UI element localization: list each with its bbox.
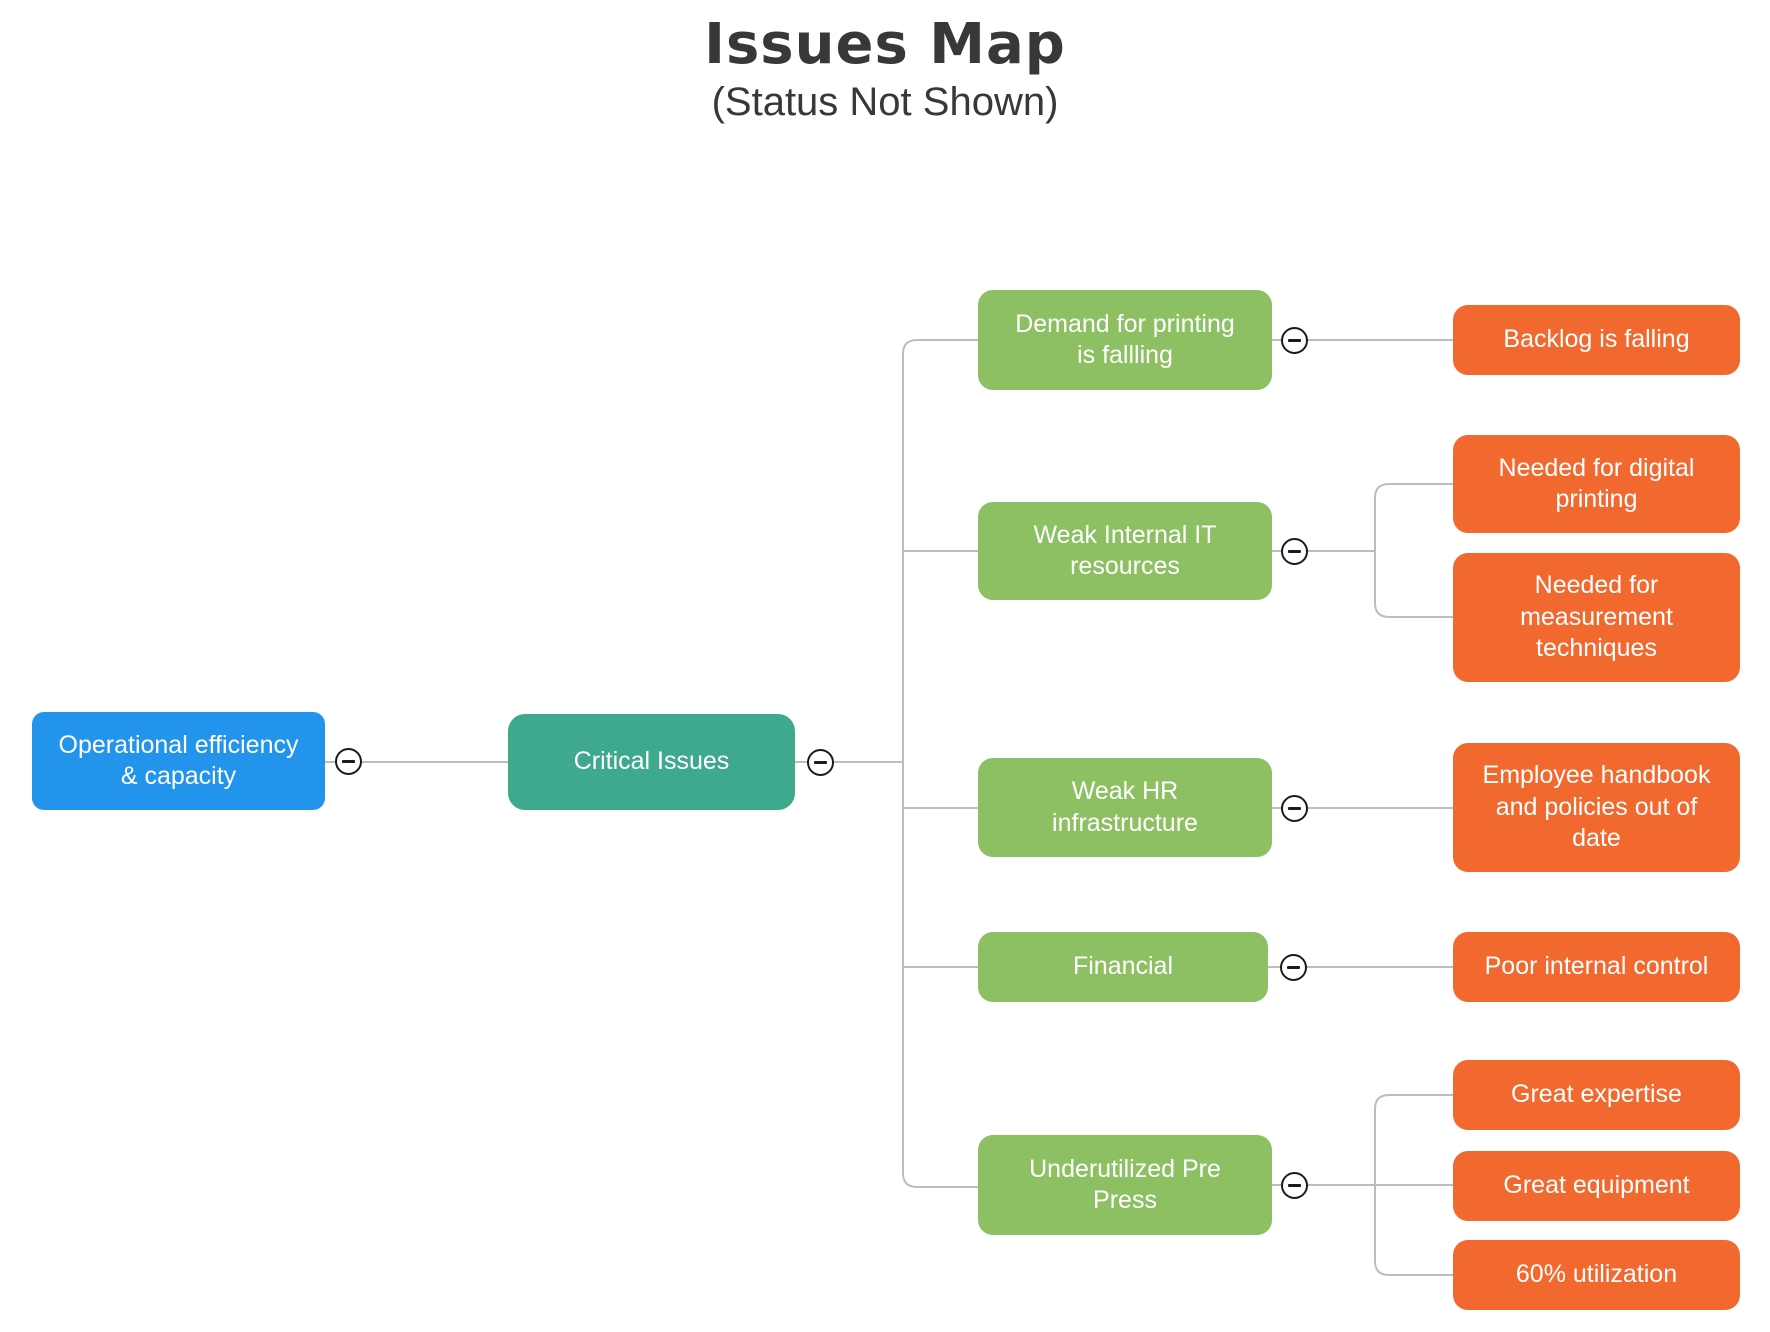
node-60-percent-utilization[interactable]: 60% utilization bbox=[1453, 1240, 1740, 1310]
node-label: Financial bbox=[1072, 952, 1174, 981]
node-label: Demand for printing is fallling bbox=[1015, 309, 1235, 370]
minus-icon bbox=[1287, 966, 1300, 969]
node-critical-issues[interactable]: Critical Issues bbox=[508, 714, 795, 810]
node-label: Underutilized Pre Press bbox=[1029, 1154, 1221, 1215]
node-needed-for-digital-printing[interactable]: Needed for digital printing bbox=[1453, 435, 1740, 533]
page-title: Issues Map bbox=[704, 12, 1066, 77]
node-operational-efficiency[interactable]: Operational efficiency & capacity bbox=[32, 712, 325, 810]
minus-icon bbox=[1288, 339, 1301, 342]
minus-icon bbox=[1288, 550, 1301, 553]
minus-icon bbox=[342, 760, 355, 763]
node-label: Great equipment bbox=[1503, 1171, 1690, 1200]
node-label: 60% utilization bbox=[1515, 1260, 1678, 1289]
node-financial[interactable]: Financial bbox=[978, 932, 1268, 1002]
node-great-expertise[interactable]: Great expertise bbox=[1453, 1060, 1740, 1130]
node-label: Operational efficiency & capacity bbox=[58, 730, 299, 791]
node-label: Poor internal control bbox=[1484, 952, 1709, 981]
collapse-button-underutilized-pre-press[interactable] bbox=[1281, 1172, 1308, 1199]
connector-line bbox=[902, 339, 918, 1188]
connector-line bbox=[1374, 483, 1390, 618]
collapse-button-operational-efficiency[interactable] bbox=[335, 748, 362, 775]
node-demand-for-printing[interactable]: Demand for printing is fallling bbox=[978, 290, 1272, 390]
node-label: Needed for digital printing bbox=[1498, 453, 1695, 514]
node-backlog-is-falling[interactable]: Backlog is falling bbox=[1453, 305, 1740, 375]
node-poor-internal-control[interactable]: Poor internal control bbox=[1453, 932, 1740, 1002]
node-needed-for-measurement-techniques[interactable]: Needed for measurement techniques bbox=[1453, 553, 1740, 682]
node-label: Weak HR infrastructure bbox=[1052, 777, 1198, 837]
collapse-button-demand-for-printing[interactable] bbox=[1281, 327, 1308, 354]
node-label: Needed for measurement techniques bbox=[1520, 571, 1673, 663]
collapse-button-critical-issues[interactable] bbox=[807, 749, 834, 776]
node-weak-hr-infrastructure[interactable]: Weak HR infrastructure bbox=[978, 758, 1272, 857]
node-label: Great expertise bbox=[1511, 1080, 1682, 1109]
title-block: Issues Map (Status Not Shown) bbox=[0, 14, 1770, 125]
node-employee-handbook-out-of-date[interactable]: Employee handbook and policies out of da… bbox=[1453, 743, 1740, 872]
minus-icon bbox=[814, 761, 827, 764]
collapse-button-weak-internal-it[interactable] bbox=[1281, 538, 1308, 565]
minus-icon bbox=[1288, 1184, 1301, 1187]
node-great-equipment[interactable]: Great equipment bbox=[1453, 1151, 1740, 1221]
collapse-button-financial[interactable] bbox=[1280, 954, 1307, 981]
page-subtitle: (Status Not Shown) bbox=[711, 79, 1059, 124]
node-label: Backlog is falling bbox=[1503, 325, 1690, 354]
node-weak-internal-it[interactable]: Weak Internal IT resources bbox=[978, 502, 1272, 600]
node-underutilized-pre-press[interactable]: Underutilized Pre Press bbox=[978, 1135, 1272, 1235]
node-label: Critical Issues bbox=[573, 747, 730, 776]
node-label: Weak Internal IT resources bbox=[1033, 520, 1217, 581]
node-label: Employee handbook and policies out of da… bbox=[1482, 761, 1711, 853]
collapse-button-weak-hr-infrastructure[interactable] bbox=[1281, 795, 1308, 822]
minus-icon bbox=[1288, 807, 1301, 810]
